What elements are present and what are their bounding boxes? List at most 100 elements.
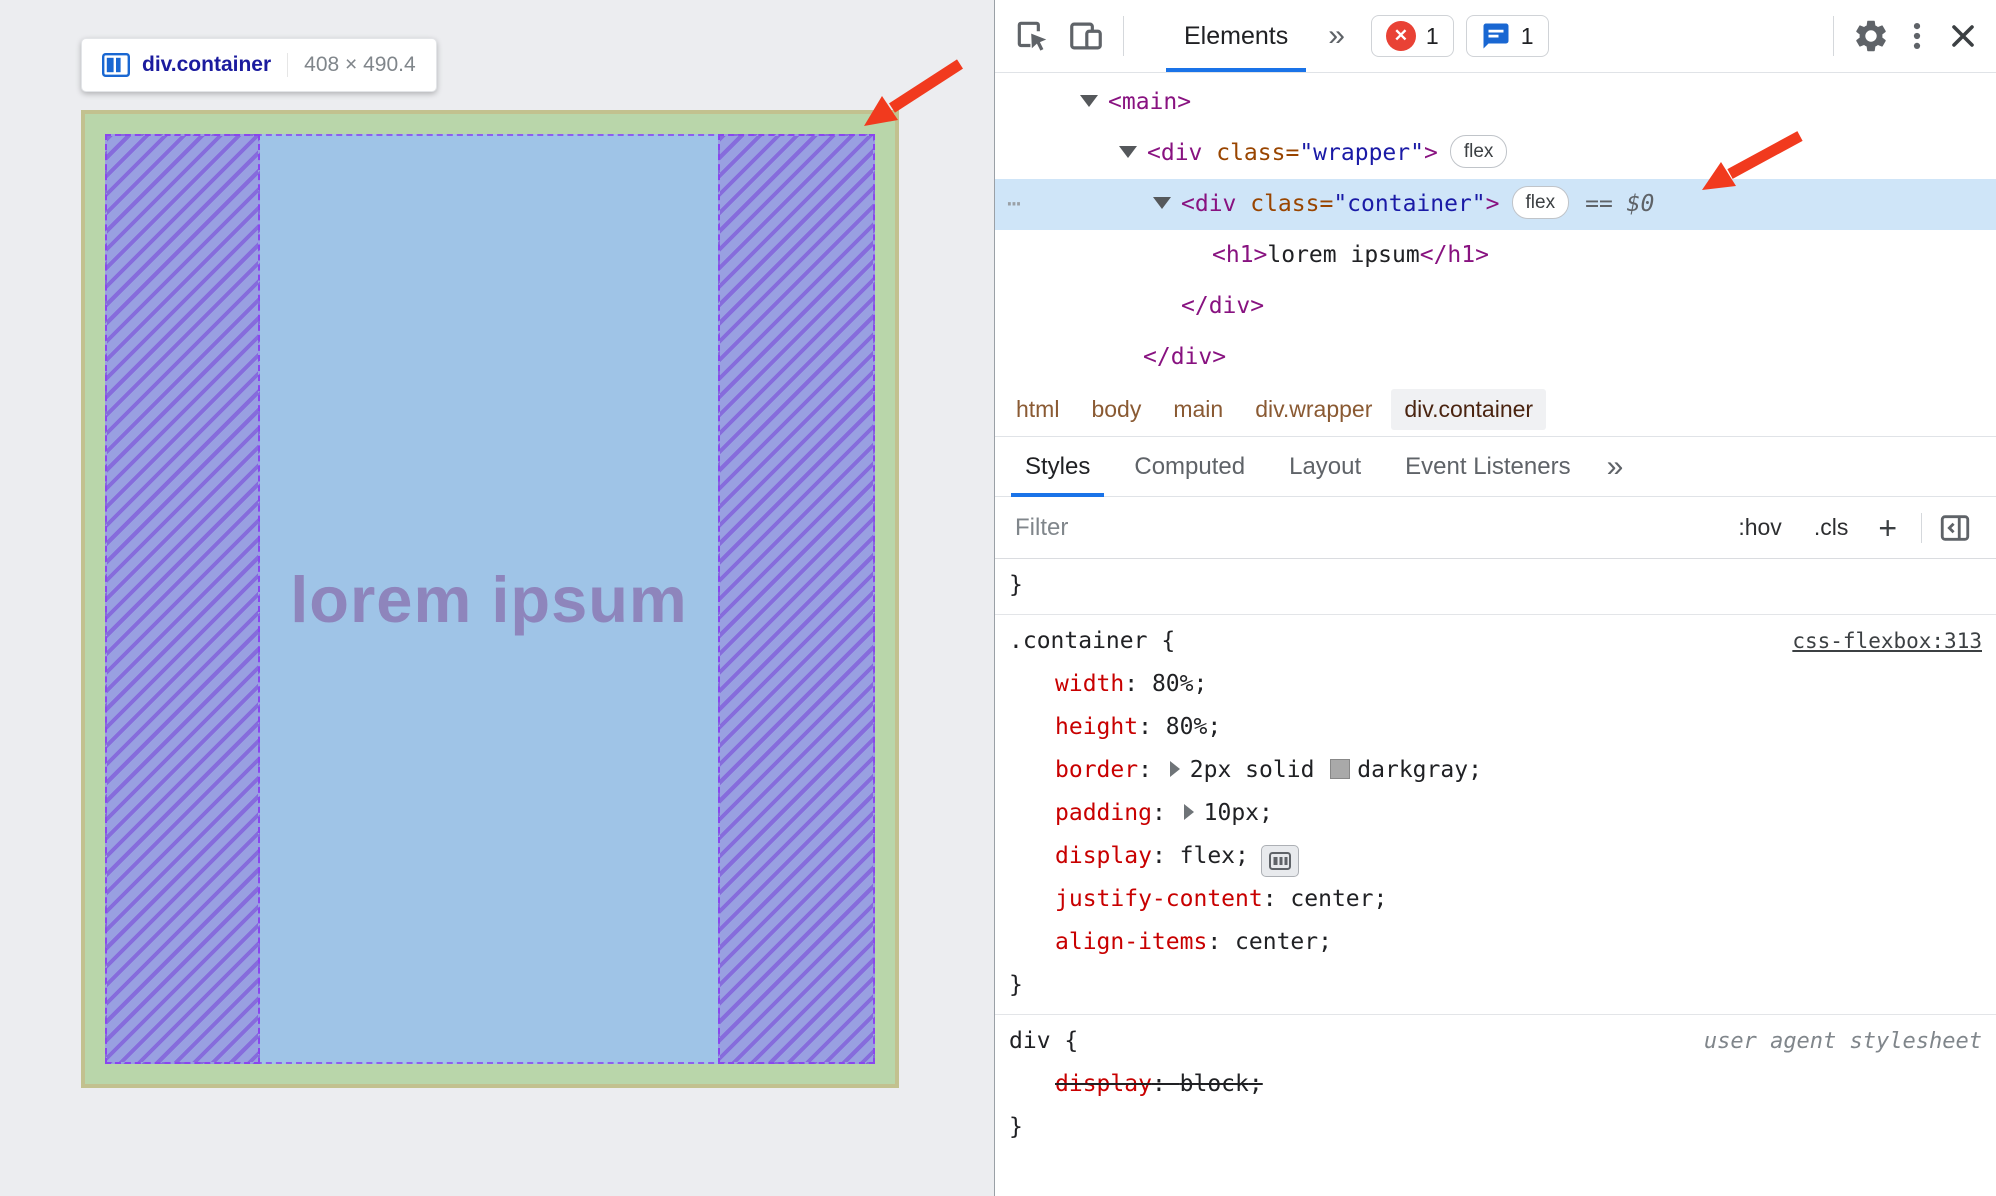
expand-arrow-icon[interactable] <box>1119 146 1137 158</box>
message-bubble-icon <box>1481 21 1511 51</box>
toggle-element-state[interactable]: :hov <box>1738 514 1782 540</box>
crumb-body[interactable]: body <box>1091 396 1142 422</box>
tab-styles[interactable]: Styles <box>1003 437 1112 497</box>
inspect-cursor-icon[interactable] <box>1009 13 1055 59</box>
rule-close-brace: } <box>1009 972 1023 998</box>
sidebar-tabs: Styles Computed Layout Event Listeners » <box>995 437 1996 497</box>
flex-editor-icon[interactable] <box>1260 845 1299 877</box>
styles-pane: } .container { css-flexbox:313 width: 80… <box>995 559 1996 1156</box>
tab-elements[interactable]: Elements <box>1158 0 1314 72</box>
flexbox-icon <box>102 53 130 77</box>
tag-close: > <box>1485 191 1500 217</box>
kebab-menu-icon[interactable] <box>1894 13 1940 59</box>
error-count-badge[interactable]: 1 <box>1370 15 1454 57</box>
css-property-display-overridden[interactable]: display: block; <box>1055 1071 1263 1097</box>
dom-node-closing-div[interactable]: </div> <box>995 332 1996 383</box>
more-panels-chevron[interactable]: » <box>1328 19 1345 52</box>
rule-divider <box>995 1014 1996 1015</box>
issue-count: 1 <box>1520 22 1534 49</box>
flex-free-space-left <box>105 134 260 1064</box>
css-property-border[interactable]: border: 2px solid darkgray; <box>1055 757 1482 783</box>
rule-close-brace: } <box>1009 1114 1023 1140</box>
gear-icon[interactable] <box>1848 13 1894 59</box>
flex-badge[interactable]: flex <box>1511 186 1570 219</box>
page-heading: lorem ipsum <box>290 562 688 636</box>
more-tabs-chevron[interactable]: » <box>1606 449 1624 483</box>
tag-open: <div <box>1181 191 1237 217</box>
crumb-div-wrapper[interactable]: div.wrapper <box>1255 396 1373 422</box>
rule-divider <box>995 614 1996 615</box>
devtools-panel: Elements » 1 1 <box>994 0 1996 1196</box>
node-overflow-dots[interactable]: ⋯ <box>1007 191 1023 217</box>
expand-arrow-icon[interactable] <box>1153 197 1171 209</box>
tooltip-selector: div.container <box>142 53 272 76</box>
rule-selector[interactable]: .container <box>1009 628 1148 654</box>
css-property-width[interactable]: width: 80%; <box>1055 671 1208 697</box>
open-brace: { <box>1161 628 1176 654</box>
tooltip-dimensions: 408 × 490.4 <box>287 53 416 77</box>
css-property-height[interactable]: height: 80%; <box>1055 714 1222 740</box>
expand-longhand-icon[interactable] <box>1183 804 1194 820</box>
stylesheet-link[interactable]: css-flexbox:313 <box>1792 629 1982 653</box>
open-brace: { <box>1064 1028 1079 1054</box>
rule-selector[interactable]: div <box>1009 1028 1051 1054</box>
close-icon[interactable] <box>1940 13 1986 59</box>
device-toolbar-icon[interactable] <box>1063 13 1109 59</box>
color-swatch[interactable] <box>1330 759 1351 779</box>
crumb-div-container[interactable]: div.container <box>1391 389 1547 430</box>
css-property-justify-content[interactable]: justify-content: center; <box>1055 886 1388 912</box>
tab-elements-label: Elements <box>1184 21 1289 50</box>
tag-open: <div <box>1147 140 1203 166</box>
flex-free-space-right <box>718 134 875 1064</box>
rule-close-brace: } <box>1009 572 1023 598</box>
filterbar-divider <box>1921 512 1922 543</box>
css-rule-container: .container { css-flexbox:313 width: 80%;… <box>995 615 1996 1014</box>
node-text: lorem ipsum <box>1267 242 1420 268</box>
dom-node-div-wrapper[interactable]: <div class="wrapper">flex <box>995 128 1996 179</box>
dom-node-main[interactable]: <main> <box>995 77 1996 128</box>
toolbar-divider <box>1123 16 1124 56</box>
tab-event-listeners[interactable]: Event Listeners <box>1405 452 1571 480</box>
tab-layout[interactable]: Layout <box>1289 452 1362 480</box>
toggle-element-classes[interactable]: .cls <box>1813 514 1849 540</box>
tag-close: </div> <box>1181 293 1265 319</box>
console-hint: == $0 <box>1585 191 1655 217</box>
filter-input[interactable] <box>1013 512 1723 543</box>
content-highlight: lorem ipsum <box>105 134 875 1064</box>
crumb-main[interactable]: main <box>1173 396 1224 422</box>
browser-viewport: div.container 408 × 490.4 lorem ipsum <box>0 0 994 1196</box>
flex-badge[interactable]: flex <box>1449 135 1508 168</box>
issue-count-badge[interactable]: 1 <box>1465 15 1549 57</box>
tag-close: </div> <box>1143 344 1227 370</box>
tab-computed[interactable]: Computed <box>1134 452 1246 480</box>
css-property-padding[interactable]: padding: 10px; <box>1055 800 1273 826</box>
expand-arrow-icon[interactable] <box>1080 95 1098 107</box>
new-style-rule-button[interactable]: + <box>1878 509 1897 546</box>
tag-close: > <box>1423 140 1438 166</box>
breadcrumb-bar: html body main div.wrapper div.container <box>995 383 1996 437</box>
dom-node-closing-div[interactable]: </div> <box>995 281 1996 332</box>
crumb-html[interactable]: html <box>1016 396 1060 422</box>
css-rule-tail: } <box>995 559 1996 614</box>
css-property-display[interactable]: display: flex; <box>995 835 1996 878</box>
element-dimensions-tooltip: div.container 408 × 490.4 <box>81 38 437 92</box>
toolbar-divider <box>1833 16 1834 56</box>
error-count: 1 <box>1425 22 1439 49</box>
css-property-align-items[interactable]: align-items: center; <box>1055 929 1332 955</box>
stylesheet-origin: user agent stylesheet <box>1703 1029 1982 1054</box>
devtools-toolbar: Elements » 1 1 <box>995 0 1996 73</box>
flex-item-area: lorem ipsum <box>260 134 718 1064</box>
tag-close: </h1> <box>1419 242 1489 268</box>
expand-longhand-icon[interactable] <box>1169 761 1180 777</box>
tag-open: <h1> <box>1212 242 1268 268</box>
css-rule-div-user-agent: div { user agent stylesheet display: blo… <box>995 1015 1996 1156</box>
error-icon <box>1385 21 1416 51</box>
toggle-sidebar-icon[interactable] <box>1932 505 1978 551</box>
dom-node-div-container-selected[interactable]: ⋯ <div class="container"> flex == $0 <box>995 179 1996 230</box>
attr-name: class= <box>1236 191 1334 217</box>
attr-value: "container" <box>1333 191 1486 217</box>
tag-main: <main> <box>1108 89 1192 115</box>
dom-tree: <main> <div class="wrapper">flex ⋯<div c… <box>995 73 1996 383</box>
dom-node-h1[interactable]: <h1>lorem ipsum</h1> <box>995 230 1996 281</box>
inspected-element-overlay: lorem ipsum <box>81 110 899 1088</box>
